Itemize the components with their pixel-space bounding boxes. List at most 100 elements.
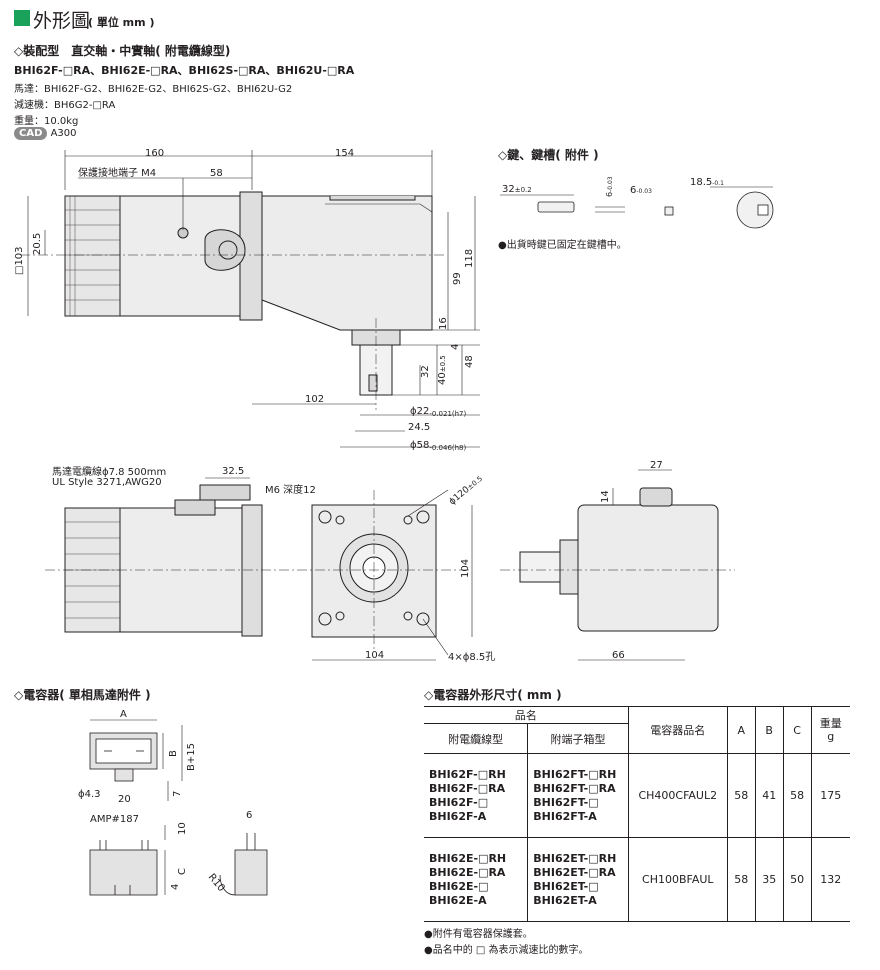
header-capacitor-name: 電容器品名	[627, 706, 728, 754]
dim-32-5: 32.5	[222, 466, 244, 477]
dim-103: □103	[14, 246, 25, 275]
amp-label: AMP#187	[90, 814, 139, 825]
capacitor-name-cell: CH100BFAUL	[627, 837, 728, 922]
cap-dim-r10: R10	[206, 872, 227, 894]
header-weight: 重量 g	[810, 706, 850, 754]
table-note-1: ●附件有電容器保護套。	[424, 929, 533, 940]
dim-20-5: 20.5	[32, 233, 43, 255]
dim-66: 66	[612, 650, 625, 661]
motor-models: 馬達：BHI62F-G2、BHI62E-G2、BHI62S-G2、BHI62U-…	[14, 84, 293, 95]
weight-cell: 132	[810, 837, 850, 922]
cable-label-2: UL Style 3271,AWG20	[52, 477, 162, 488]
keyway-depth: 18.5-0.1	[690, 177, 724, 188]
terminal-models-cell: BHI62FT-□RH BHI62FT-□RA BHI62FT-□ BHI62F…	[527, 753, 629, 838]
model-name: BHI62E-□	[429, 879, 489, 893]
cap-dim-4: 4	[170, 884, 181, 890]
dim-16: 16	[438, 317, 449, 330]
dim-14: 14	[600, 490, 611, 503]
dim-160: 160	[145, 148, 164, 159]
dim-phi120: ϕ120±0.5	[448, 474, 485, 507]
weight-cell: 175	[810, 753, 850, 838]
key-section-title: ◇鍵、鍵槽( 附件 )	[498, 148, 599, 162]
cad-badge: CAD	[14, 127, 48, 140]
table-row: BHI62E-□RH BHI62E-□RA BHI62E-□ BHI62E-A …	[424, 837, 850, 922]
model-name: BHI62F-□	[429, 795, 489, 809]
key-width: 6-0.03	[630, 185, 652, 196]
dim-24-5: 24.5	[408, 422, 430, 433]
m6-label: M6 深度12	[265, 483, 316, 496]
key-note: ●出貨時鍵已固定在鍵槽中。	[498, 240, 627, 251]
key-drawing: 32±0.2 6-0.03 6-0.03 18.5-0.1	[500, 176, 774, 229]
cable-models-cell: BHI62E-□RH BHI62E-□RA BHI62E-□ BHI62E-A	[424, 837, 528, 922]
weight-label: 重量：10.0kg	[14, 116, 79, 127]
cap-dim-10: 10	[177, 822, 188, 835]
product-subtitle: ◇裝配型 直交軸・中實軸( 附電纜線型)	[14, 44, 231, 58]
model-name: BHI62ET-□	[533, 879, 599, 893]
model-name: BHI62E-□RH	[429, 851, 507, 865]
cap-dim-b15: B+15	[186, 743, 197, 771]
cad-row: CAD A300	[14, 127, 77, 140]
table-row: BHI62F-□RH BHI62F-□RA BHI62F-□ BHI62F-A …	[424, 753, 850, 838]
dim-48: 48	[464, 355, 475, 368]
capacitor-name-cell: CH400CFAUL2	[627, 753, 728, 838]
dim-phi22: ϕ22-0.021(h7)	[410, 406, 467, 418]
cap-dim-b: B	[168, 750, 179, 757]
dim-99: 99	[452, 272, 463, 285]
cable-label-1: 馬達電纜線ϕ7.8 500mm	[52, 467, 167, 478]
a-cell: 58	[726, 753, 756, 838]
b-cell: 35	[754, 837, 784, 922]
header-weight-label: 重量	[819, 717, 842, 730]
model-name: BHI62E-A	[429, 893, 487, 907]
a-cell: 58	[726, 837, 756, 922]
dim-40: 40±0.5	[437, 355, 448, 385]
cable-models-cell: BHI62F-□RH BHI62F-□RA BHI62F-□ BHI62F-A	[424, 753, 528, 838]
product-models: BHI62F-□RA、BHI62E-□RA、BHI62S-□RA、BHI62U-…	[14, 64, 355, 77]
model-name: BHI62ET-□RA	[533, 865, 616, 879]
model-name: BHI62F-□RH	[429, 767, 506, 781]
model-name: BHI62FT-□RA	[533, 781, 616, 795]
model-name: BHI62ET-A	[533, 893, 597, 907]
dim-118: 118	[464, 249, 475, 268]
holes-label: 4×ϕ8.5孔	[448, 651, 495, 663]
terminal-models-cell: BHI62ET-□RH BHI62ET-□RA BHI62ET-□ BHI62E…	[527, 837, 629, 922]
dim-154: 154	[335, 148, 354, 159]
dim-27: 27	[650, 460, 663, 471]
model-name: BHI62FT-□RH	[533, 767, 617, 781]
model-name: BHI62E-□RA	[429, 865, 506, 879]
cap-dim-c: C	[177, 868, 188, 875]
header-weight-unit: g	[827, 730, 835, 743]
cap-table-title: ◇電容器外形尺寸( mm )	[424, 688, 562, 702]
page-title: 外形圖	[33, 10, 91, 32]
cap-dim-a: A	[120, 709, 127, 720]
cap-dim-7: 7	[172, 791, 183, 797]
dim-102: 102	[305, 394, 324, 405]
unit-label: ( 單位 mm )	[88, 16, 155, 29]
dim-104-horizontal: 104	[365, 650, 384, 661]
model-name: BHI62F-A	[429, 809, 487, 823]
ground-terminal-label: 保護接地端子 M4	[78, 166, 156, 179]
header-a: A	[726, 706, 756, 754]
model-name: BHI62F-□RA	[429, 781, 506, 795]
cad-code: A300	[50, 128, 77, 139]
capacitor-drawing: A B B+15 ϕ4.3 20 7 AMP#187 10 C 4 6 R10	[78, 709, 268, 896]
model-name: BHI62ET-□RH	[533, 851, 617, 865]
dim-58: 58	[210, 168, 223, 179]
main-drawing: 160 154 保護接地端子 M4 58 □103 20.5 99 118 16…	[14, 148, 480, 452]
title-accent-block	[14, 10, 30, 26]
table-note-2: ●品名中的 □ 為表示減速比的數字。	[424, 945, 589, 956]
dim-104-vertical: 104	[460, 559, 471, 578]
dim-phi58: ϕ58-0.046(h8)	[410, 440, 467, 452]
header-cable-type: 附電纜線型	[424, 723, 528, 754]
cap-dim-6: 6	[246, 810, 252, 821]
capacitor-dimension-table: 品名 電容器品名 A B C 重量 g 附電纜線型 附端子箱型 BHI62F-□…	[424, 706, 850, 922]
header-c: C	[782, 706, 812, 754]
c-cell: 58	[782, 753, 812, 838]
side-drawing: 32.5 M6 深度12 ϕ120±0.5 104 104 4×ϕ8.5孔 27…	[45, 460, 735, 663]
cap-dim-20: 20	[118, 794, 131, 805]
header-b: B	[754, 706, 784, 754]
cap-dim-phi4-3: ϕ4.3	[78, 789, 101, 800]
dim-32: 32	[420, 365, 431, 378]
key-height: 6-0.03	[605, 176, 614, 197]
b-cell: 41	[754, 753, 784, 838]
gearhead-model: 減速機：BH6G2-□RA	[14, 100, 116, 111]
